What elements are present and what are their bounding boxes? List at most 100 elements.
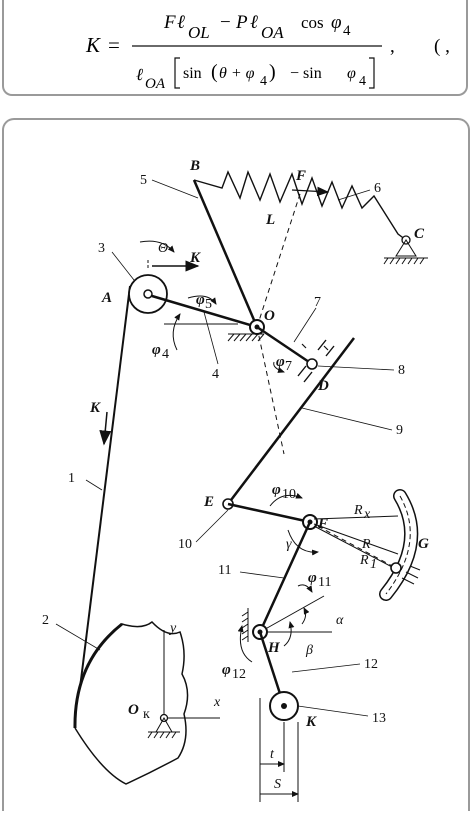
link-OA bbox=[151, 294, 258, 329]
label-H: H bbox=[267, 640, 281, 656]
label-phi10-sub: 10 bbox=[282, 487, 296, 502]
label-phi11: φ bbox=[308, 570, 317, 586]
cable-1 bbox=[74, 285, 131, 729]
phi5-arc bbox=[187, 295, 217, 305]
phi11-arc bbox=[297, 584, 313, 593]
label-force-K-top: K bbox=[189, 250, 201, 266]
part-number-9: 9 bbox=[396, 423, 403, 438]
den-sub: OA bbox=[145, 76, 166, 92]
label-D: D bbox=[317, 378, 329, 394]
label-A: A bbox=[101, 290, 112, 306]
label-F: F bbox=[317, 516, 328, 532]
radius-R bbox=[313, 523, 399, 555]
dashed-O-D bbox=[256, 326, 285, 455]
formula-lhs: K bbox=[85, 33, 101, 57]
diagram-box: B C L A O D E F G H K O к F K K R x R R … bbox=[2, 118, 470, 811]
label-K: K bbox=[305, 714, 317, 730]
slider-8-marks bbox=[301, 343, 329, 351]
support-C bbox=[395, 239, 417, 257]
leader-7 bbox=[293, 307, 317, 343]
num-l1: ℓ bbox=[177, 12, 185, 33]
part-number-4: 4 bbox=[212, 367, 219, 382]
label-phi10: φ bbox=[272, 482, 281, 498]
label-R1-sub: 1 bbox=[370, 557, 377, 572]
label-phi12-sub: 12 bbox=[232, 667, 246, 682]
leader-4 bbox=[203, 311, 219, 365]
part-number-10: 10 bbox=[178, 537, 192, 552]
label-R1: R bbox=[359, 553, 369, 568]
label-B: B bbox=[189, 158, 200, 174]
leader-12 bbox=[291, 663, 361, 673]
den-phi-sub: 4 bbox=[359, 74, 366, 89]
ground-C bbox=[383, 257, 428, 265]
label-gamma: γ bbox=[286, 537, 292, 552]
label-phi4: φ bbox=[152, 342, 161, 358]
label-L: L bbox=[265, 212, 275, 228]
part-number-2: 2 bbox=[42, 613, 49, 628]
label-phi7: φ bbox=[276, 354, 285, 370]
num-sub1: OL bbox=[188, 23, 210, 42]
leader-13 bbox=[297, 705, 369, 717]
label-C: C bbox=[414, 226, 425, 242]
label-phi12: φ bbox=[222, 662, 231, 678]
label-dim-S: S bbox=[274, 777, 281, 792]
dashed-F-G bbox=[309, 521, 397, 569]
num-l2: ℓ bbox=[250, 12, 258, 33]
formula-comma: , bbox=[390, 36, 395, 57]
label-phi5: φ bbox=[196, 292, 205, 308]
num-phi: φ bbox=[331, 12, 342, 33]
formula-box: K = F ℓ OL − P ℓ OA cos φ 4 ℓ OA sin ( θ… bbox=[2, 0, 468, 96]
leader-1 bbox=[85, 479, 103, 491]
ground-H bbox=[241, 608, 249, 642]
den-l: ℓ bbox=[136, 65, 143, 84]
part-number-3: 3 bbox=[98, 241, 105, 256]
phi7-arc bbox=[273, 361, 285, 373]
den-bracket-left bbox=[174, 57, 180, 89]
slot-centerline bbox=[385, 495, 411, 595]
label-phi4-sub: 4 bbox=[162, 347, 169, 362]
leader-11 bbox=[239, 571, 285, 579]
part-number-1: 1 bbox=[68, 471, 75, 486]
den-theta-sub: 4 bbox=[260, 74, 267, 89]
ground-G bbox=[401, 565, 421, 585]
label-Ok: O bbox=[128, 702, 139, 718]
radius-Rx bbox=[313, 515, 399, 520]
label-phi5-sub: 5 bbox=[205, 297, 212, 312]
ground-O bbox=[227, 333, 265, 342]
pin-G bbox=[390, 562, 402, 574]
label-y-axis: y bbox=[168, 621, 177, 636]
slider-8-guides bbox=[297, 339, 335, 383]
num-minus: − bbox=[220, 12, 231, 33]
num-phi-sub: 4 bbox=[343, 23, 351, 39]
cam-2-profile bbox=[73, 622, 123, 729]
cam-2 bbox=[74, 620, 189, 785]
label-force-K: K bbox=[89, 400, 101, 416]
den-paren-open: ( bbox=[211, 61, 218, 83]
alpha-arc bbox=[301, 607, 310, 625]
gamma-arc bbox=[287, 529, 319, 556]
phi12-arc bbox=[237, 625, 253, 663]
phi10-arc bbox=[269, 492, 303, 507]
dashed-H-ref bbox=[259, 595, 325, 633]
label-Rx-sub: x bbox=[363, 507, 371, 522]
part-number-5: 5 bbox=[140, 173, 147, 188]
pulley-3-hub bbox=[143, 289, 153, 299]
label-G: G bbox=[418, 536, 429, 552]
label-beta: β bbox=[305, 643, 313, 658]
den-phi: φ bbox=[347, 65, 356, 82]
label-phi7-sub: 7 bbox=[285, 359, 292, 374]
formula: K = F ℓ OL − P ℓ OA cos φ 4 ℓ OA sin ( θ… bbox=[85, 12, 450, 92]
theta-arc bbox=[139, 240, 175, 253]
label-E: E bbox=[203, 494, 214, 510]
leader-9 bbox=[301, 407, 393, 431]
link-7 bbox=[256, 325, 313, 366]
link-10 bbox=[227, 502, 311, 524]
label-theta: Θ bbox=[158, 241, 168, 256]
label-x-axis: x bbox=[213, 695, 221, 710]
leader-6 bbox=[337, 189, 371, 201]
phi4-arc bbox=[172, 313, 181, 351]
part-number-12: 12 bbox=[364, 657, 378, 672]
spring-6 bbox=[193, 169, 407, 241]
part-number-6: 6 bbox=[374, 181, 381, 196]
ground-Ok bbox=[147, 731, 180, 739]
